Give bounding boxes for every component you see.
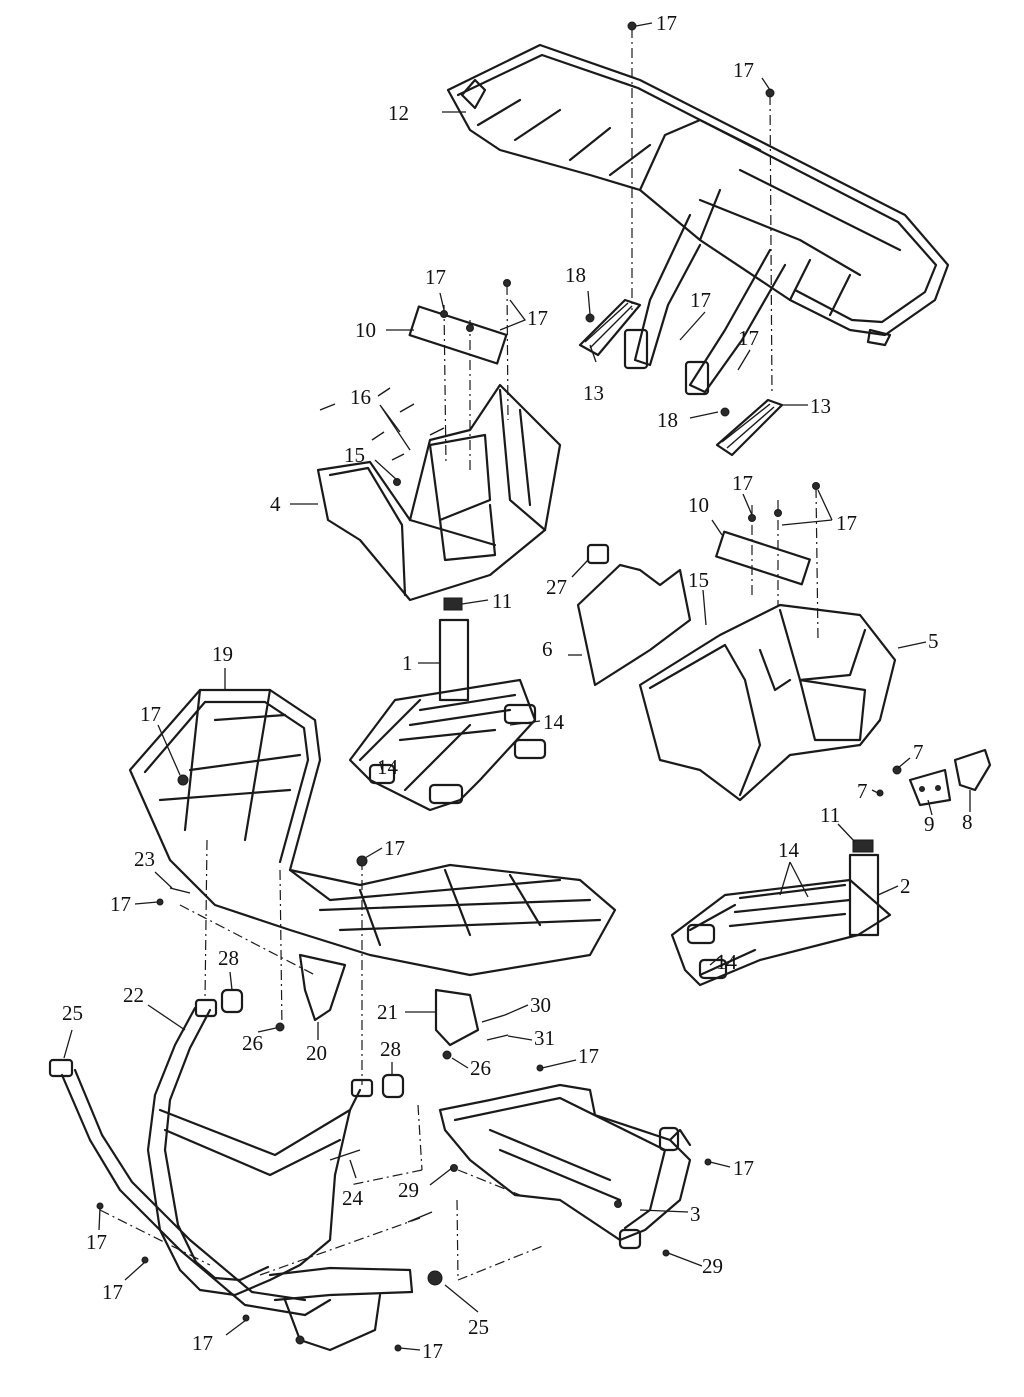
callout-18: 18 xyxy=(565,263,586,287)
callout-10: 10 xyxy=(355,318,376,342)
callout-17: 17 xyxy=(110,892,131,916)
callout-17: 17 xyxy=(656,11,677,35)
callout-30: 30 xyxy=(530,993,551,1017)
callout-14: 14 xyxy=(778,838,800,862)
callout-17: 17 xyxy=(192,1331,213,1355)
callout-7: 7 xyxy=(913,740,924,764)
front-bumper-part xyxy=(48,1006,443,1352)
mud-flap-part xyxy=(576,543,692,687)
callout-17: 17 xyxy=(733,1156,754,1180)
lower-bracket-part xyxy=(329,1083,692,1250)
callout-31: 31 xyxy=(534,1026,555,1050)
callout-15: 15 xyxy=(344,443,365,467)
callout-8: 8 xyxy=(962,810,973,834)
callout-25: 25 xyxy=(62,1001,83,1025)
callout-22: 22 xyxy=(123,983,144,1007)
callout-21: 21 xyxy=(377,1000,398,1024)
callout-17: 17 xyxy=(527,306,548,330)
callout-12: 12 xyxy=(388,101,409,125)
callout-13: 13 xyxy=(583,381,604,405)
callout-3: 3 xyxy=(690,1202,701,1226)
rear-rack-part xyxy=(446,43,950,396)
alignment-lines xyxy=(99,28,819,1281)
callout-28: 28 xyxy=(380,1037,401,1061)
callout-17: 17 xyxy=(732,471,753,495)
callout-29: 29 xyxy=(702,1254,723,1278)
callout-6: 6 xyxy=(542,637,553,661)
left-footrest-part xyxy=(348,597,547,812)
callout-17: 17 xyxy=(738,326,759,350)
callout-19: 19 xyxy=(212,642,233,666)
hardware-bolts xyxy=(96,21,820,1352)
callout-11: 11 xyxy=(492,589,512,613)
callout-17: 17 xyxy=(733,58,754,82)
callout-25: 25 xyxy=(468,1315,489,1339)
callout-18: 18 xyxy=(657,408,678,432)
callout-26: 26 xyxy=(242,1031,263,1055)
callout-17: 17 xyxy=(836,511,857,535)
brackets-7-8-9 xyxy=(876,748,992,807)
callout-24: 24 xyxy=(342,1186,364,1210)
callout-17: 17 xyxy=(578,1044,599,1068)
bolts-16 xyxy=(319,387,445,461)
right-footrest-part xyxy=(670,839,892,987)
callout-23: 23 xyxy=(134,847,155,871)
callout-17: 17 xyxy=(690,288,711,312)
callout-29: 29 xyxy=(398,1178,419,1202)
leader-lines xyxy=(63,22,971,1351)
callout-4: 4 xyxy=(270,492,281,516)
callout-14: 14 xyxy=(377,755,399,779)
callout-labels: 17 17 12 17 17 10 18 17 16 17 13 18 13 1… xyxy=(62,11,973,1363)
callout-17: 17 xyxy=(102,1280,123,1304)
callout-16: 16 xyxy=(350,385,371,409)
callout-17: 17 xyxy=(384,836,405,860)
callout-7: 7 xyxy=(857,779,868,803)
callout-10: 10 xyxy=(688,493,709,517)
callout-11: 11 xyxy=(820,803,840,827)
callout-26: 26 xyxy=(470,1056,491,1080)
callout-1: 1 xyxy=(402,651,413,675)
callout-17: 17 xyxy=(425,265,446,289)
callout-17: 17 xyxy=(140,702,161,726)
callout-15: 15 xyxy=(688,568,709,592)
callout-27: 27 xyxy=(546,575,567,599)
callout-14: 14 xyxy=(716,950,738,974)
callout-17: 17 xyxy=(86,1230,107,1254)
callout-2: 2 xyxy=(900,874,911,898)
front-rack-part xyxy=(128,688,617,977)
callout-9: 9 xyxy=(924,812,935,836)
callout-14: 14 xyxy=(543,710,565,734)
right-fender-part xyxy=(638,530,897,802)
callout-13: 13 xyxy=(810,394,831,418)
callout-20: 20 xyxy=(306,1041,327,1065)
left-fender-part xyxy=(316,305,562,602)
callout-5: 5 xyxy=(928,629,939,653)
callout-17: 17 xyxy=(422,1339,443,1363)
callout-28: 28 xyxy=(218,946,239,970)
mount-brackets xyxy=(169,887,509,1099)
